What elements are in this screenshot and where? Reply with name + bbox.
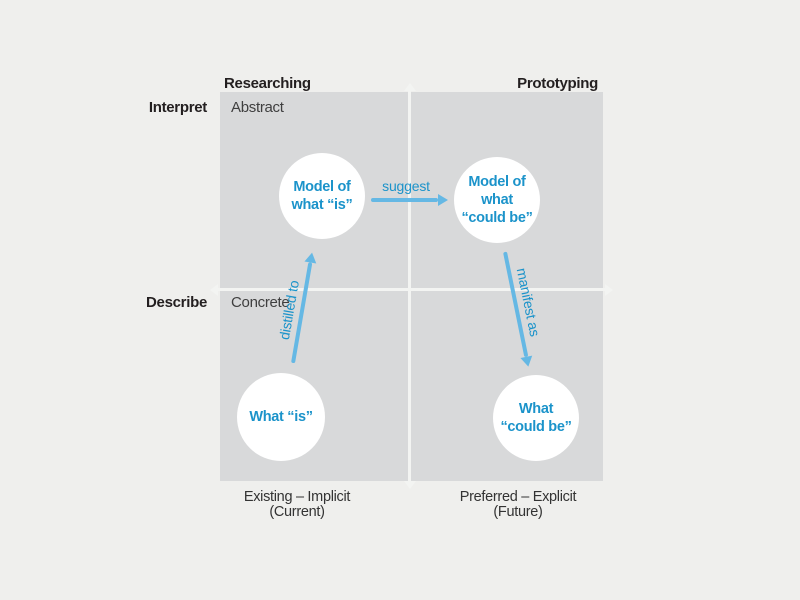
bottom-caption-existing: Existing – Implicit (Current) [197, 490, 397, 520]
suggest-arrowhead-icon [438, 194, 448, 206]
bottom-caption-preferred: Preferred – Explicit (Future) [418, 490, 618, 520]
axis-arrowhead-down-icon [404, 481, 416, 489]
column-header-researching: Researching [224, 75, 311, 92]
vertical-axis-line [408, 90, 411, 481]
distilled-to-arrowhead-icon [304, 251, 318, 264]
bottom-caption-existing-line1: Existing – Implicit [243, 489, 351, 505]
suggest-arrow-shaft [371, 198, 438, 202]
row-label-concrete: Concrete [231, 294, 290, 311]
bottom-caption-preferred-line1: Preferred – Explicit [459, 489, 577, 505]
bottom-caption-preferred-line2: (Future) [493, 504, 543, 520]
horizontal-axis-line [218, 288, 605, 291]
axis-arrowhead-up-icon [404, 83, 416, 91]
node-what-could-be: What “could be” [493, 375, 579, 461]
axis-arrowhead-right-icon [605, 284, 613, 296]
suggest-arrow-icon [371, 194, 448, 206]
row-label-describe: Describe [146, 294, 207, 311]
row-label-interpret: Interpret [148, 99, 207, 116]
suggest-arrow-label: suggest [382, 178, 430, 194]
bottom-caption-existing-line2: (Current) [269, 504, 325, 520]
node-model-of-what-could-be: Model of what “could be” [454, 157, 540, 243]
node-what-is: What “is” [237, 373, 325, 461]
row-label-abstract: Abstract [231, 99, 284, 116]
node-model-of-what-is: Model of what “is” [279, 153, 365, 239]
axis-arrowhead-left-icon [210, 284, 218, 296]
column-header-prototyping: Prototyping [517, 75, 598, 92]
